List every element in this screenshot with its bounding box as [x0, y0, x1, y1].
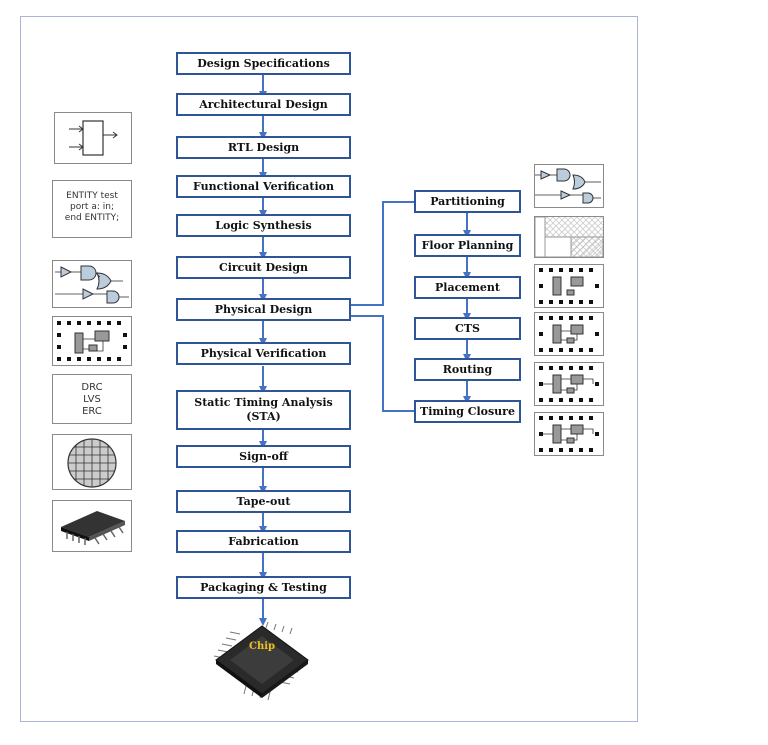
- chip-label: Chip: [248, 641, 276, 652]
- step-placement: Placement: [414, 276, 521, 299]
- wafer-icon: [52, 434, 132, 490]
- cts-layout-icon: [534, 312, 604, 356]
- step-design-specifications: Design Specifications: [176, 52, 351, 75]
- drc-lvs-erc-icon: DRC LVS ERC: [52, 374, 132, 424]
- rtl-code-icon: ENTITY test port a: in; end ENTITY;: [52, 180, 132, 238]
- diagram-frame: [20, 16, 638, 722]
- step-fabrication: Fabrication: [176, 530, 351, 553]
- step-sign-off: Sign-off: [176, 445, 351, 468]
- step-packaging-testing: Packaging & Testing: [176, 576, 351, 599]
- check-lvs: LVS: [83, 394, 101, 405]
- block-diagram-icon: [54, 112, 132, 164]
- rtl-code-line-3: end ENTITY;: [64, 213, 120, 223]
- step-partitioning: Partitioning: [414, 190, 521, 213]
- step-physical-design: Physical Design: [176, 298, 351, 321]
- floorplan-icon: [534, 216, 604, 258]
- step-functional-verification: Functional Verification: [176, 175, 351, 198]
- check-drc: DRC: [81, 382, 103, 393]
- placement-layout-icon: [534, 264, 604, 308]
- packaged-ic-icon: [52, 500, 132, 552]
- step-logic-synthesis: Logic Synthesis: [176, 214, 351, 237]
- step-rtl-design: RTL Design: [176, 136, 351, 159]
- logic-gates-icon-right: [534, 164, 604, 208]
- routing-layout-icon: [534, 362, 604, 406]
- timing-closure-layout-icon: [534, 412, 604, 456]
- step-static-timing-analysis: Static Timing Analysis (STA): [176, 390, 351, 430]
- check-erc: ERC: [82, 406, 102, 417]
- rtl-code-line-1: ENTITY test: [66, 191, 118, 201]
- step-physical-verification: Physical Verification: [176, 342, 351, 365]
- chip-package-icon: [213, 621, 309, 701]
- step-routing: Routing: [414, 358, 521, 381]
- logic-gates-icon: [52, 260, 132, 308]
- step-timing-closure: Timing Closure: [414, 400, 521, 423]
- step-circuit-design: Circuit Design: [176, 256, 351, 279]
- rtl-code-line-2: port a: in;: [70, 202, 114, 212]
- step-floor-planning: Floor Planning: [414, 234, 521, 257]
- layout-chip-icon-left: [52, 316, 132, 366]
- step-cts: CTS: [414, 317, 521, 340]
- step-tape-out: Tape-out: [176, 490, 351, 513]
- step-architectural-design: Architectural Design: [176, 93, 351, 116]
